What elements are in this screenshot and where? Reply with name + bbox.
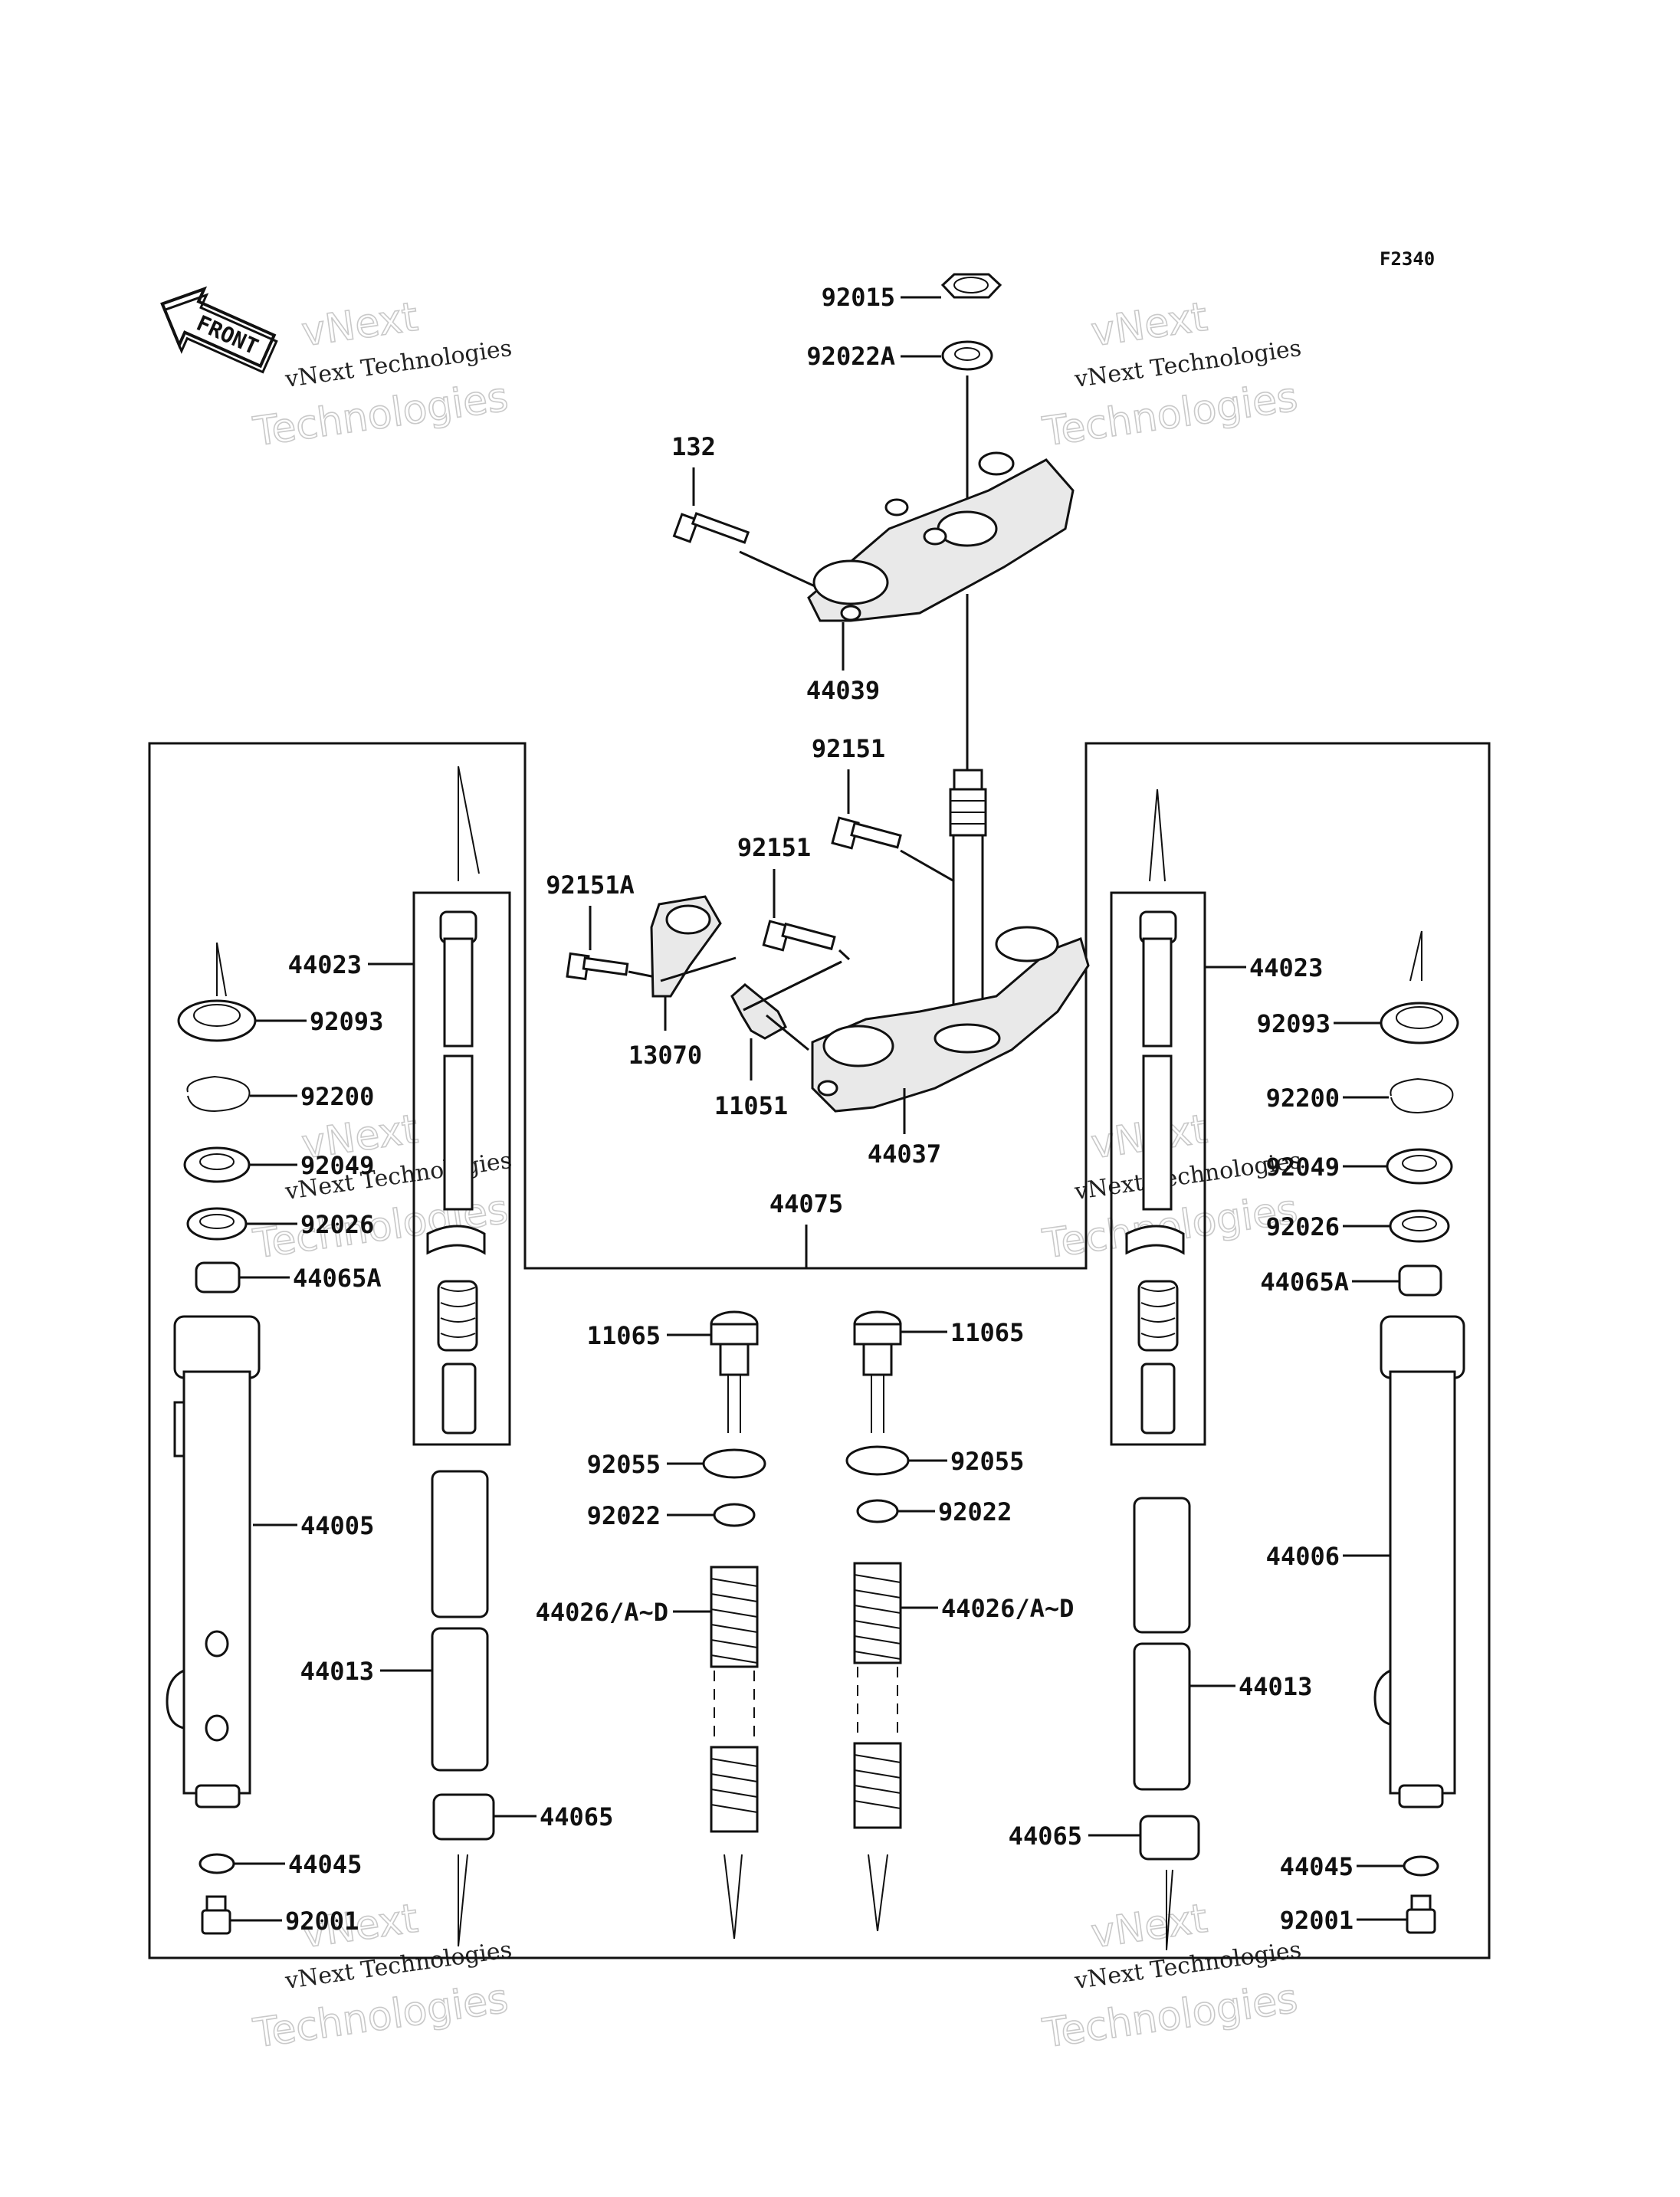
- bolt-92151-lower: [762, 920, 836, 952]
- label-44065A-right: 44065A: [1260, 1267, 1349, 1297]
- left-outer-column: [166, 942, 261, 1935]
- label-44013-left: 44013: [300, 1657, 374, 1686]
- sub-frame-right: [1110, 891, 1206, 1446]
- label-92200-left: 92200: [300, 1082, 374, 1111]
- label-92049-left: 92049: [300, 1151, 374, 1180]
- fork-leg-left: [426, 766, 495, 1947]
- label-92001-left: 92001: [285, 1907, 359, 1936]
- label-92151A: 92151A: [546, 871, 635, 900]
- label-11065-left: 11065: [587, 1321, 661, 1350]
- label-13070: 13070: [628, 1041, 702, 1070]
- upper-bracket-44039: [807, 451, 1075, 622]
- bolt-92151A: [566, 952, 629, 981]
- steering-stem-44037: [811, 769, 1090, 1113]
- label-92026-right: 92026: [1266, 1212, 1340, 1241]
- label-92151-lower: 92151: [737, 833, 811, 862]
- label-92022-right: 92022: [938, 1497, 1012, 1526]
- label-92093-right: 92093: [1257, 1009, 1331, 1038]
- fork-leg-right: [1125, 789, 1200, 1951]
- label-44045-right: 44045: [1280, 1852, 1354, 1881]
- damper-left: [702, 1310, 766, 1940]
- watermark-bottom-left: vNext vNext Technologies Technologies: [250, 1895, 514, 2058]
- watermark-top-right: vNext vNext Technologies Technologies: [1039, 293, 1303, 456]
- bolt-92151-upper: [831, 816, 902, 850]
- label-92001-right: 92001: [1280, 1906, 1354, 1935]
- label-44065-left: 44065: [540, 1802, 613, 1831]
- label-44039: 44039: [806, 676, 880, 705]
- bolt-132: [672, 512, 750, 544]
- damper-right: [845, 1310, 910, 1932]
- label-44037: 44037: [868, 1139, 941, 1169]
- svg-text:vNext: vNext: [1088, 294, 1210, 356]
- label-92055-left: 92055: [587, 1450, 661, 1479]
- label-92026-left: 92026: [300, 1210, 374, 1239]
- assembly-frame: [148, 742, 1491, 1959]
- svg-text:vNext: vNext: [299, 294, 421, 356]
- sub-frame-left: [412, 891, 511, 1446]
- watermark-top-left: vNext vNext Technologies Technologies: [250, 293, 514, 456]
- label-92022A: 92022A: [806, 342, 895, 371]
- label-44005: 44005: [300, 1511, 374, 1540]
- label-44065-right: 44065: [1009, 1822, 1082, 1851]
- svg-text:vNext: vNext: [1088, 1896, 1210, 1958]
- label-44065A-left: 44065A: [293, 1264, 382, 1293]
- label-92015: 92015: [822, 283, 895, 312]
- bracket-11051: [730, 983, 787, 1040]
- label-11051: 11051: [714, 1091, 788, 1120]
- label-44075: 44075: [769, 1189, 843, 1218]
- label-92151-upper: 92151: [812, 734, 885, 763]
- label-44023-left: 44023: [288, 950, 362, 979]
- label-92049-right: 92049: [1266, 1153, 1340, 1182]
- label-92200-right: 92200: [1266, 1084, 1340, 1113]
- right-outer-column: [1373, 930, 1465, 1934]
- washer-92022A: [941, 340, 993, 371]
- label-44026-left: 44026/A~D: [536, 1598, 668, 1627]
- nut-92015: [940, 273, 1002, 299]
- holder-13070: [650, 895, 722, 998]
- label-44026-right: 44026/A~D: [941, 1594, 1074, 1623]
- label-92022-left: 92022: [587, 1501, 661, 1530]
- figure-code: F2340: [1380, 248, 1435, 270]
- front-arrow-icon: FRONT: [160, 286, 278, 374]
- label-44023-right: 44023: [1249, 953, 1323, 982]
- label-44045-left: 44045: [288, 1850, 362, 1879]
- label-44006: 44006: [1266, 1542, 1340, 1571]
- label-132: 132: [671, 432, 716, 461]
- label-44013-right: 44013: [1239, 1672, 1312, 1701]
- label-92093-left: 92093: [310, 1007, 383, 1036]
- label-11065-right: 11065: [950, 1318, 1024, 1347]
- label-92055-right: 92055: [950, 1447, 1024, 1476]
